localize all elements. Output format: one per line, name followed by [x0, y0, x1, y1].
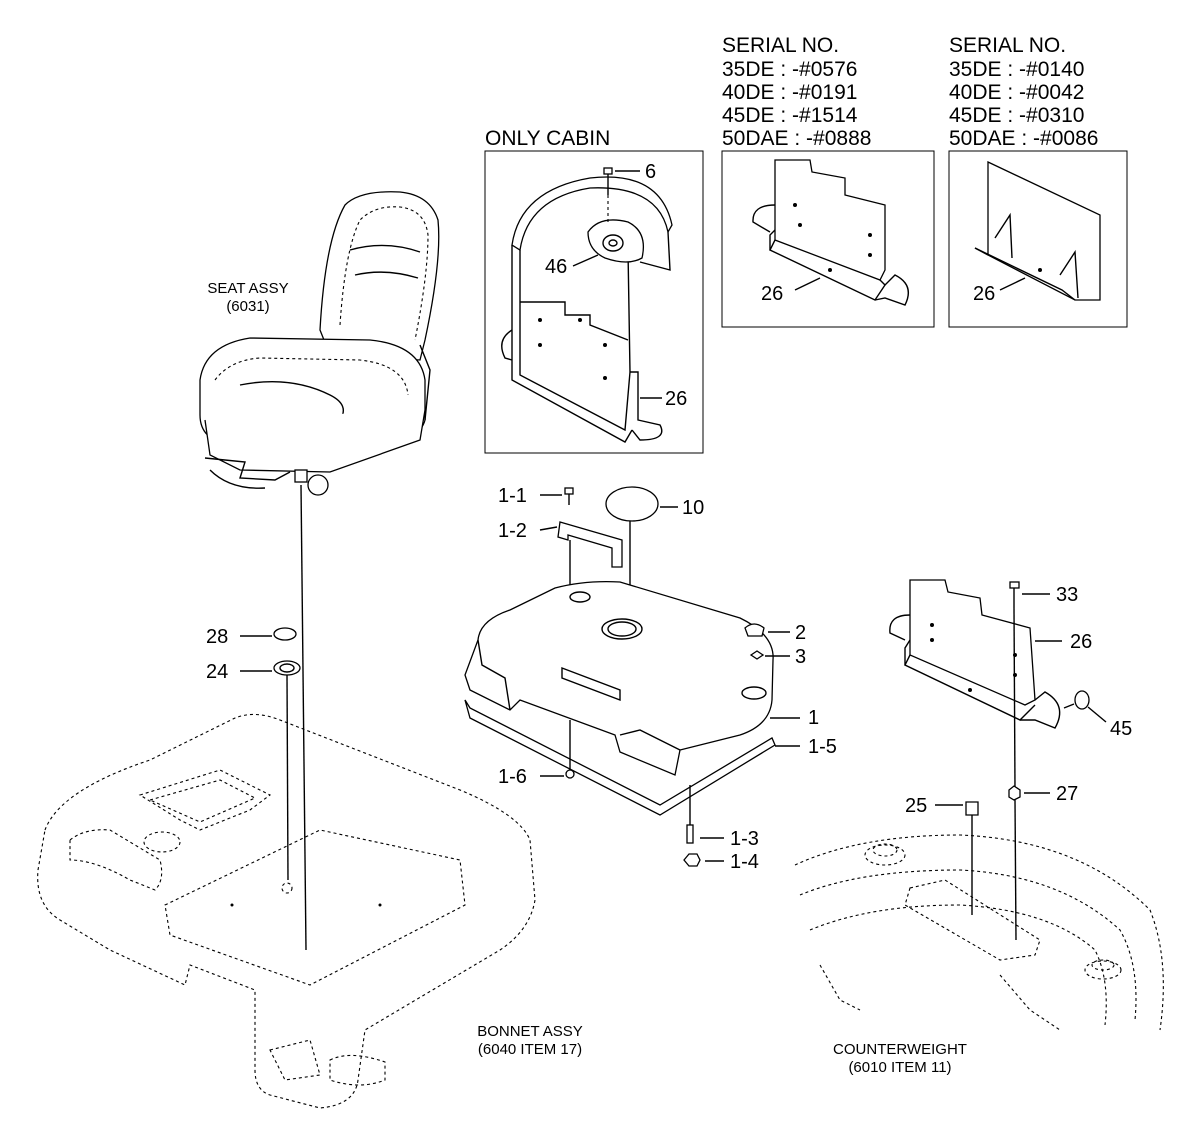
serial-right-line-2: 40DE : -#0042 — [949, 81, 1084, 104]
callout-1-1: 1-1 — [498, 485, 527, 507]
callout-1-4: 1-4 — [730, 851, 759, 873]
bracket-detail-box-left: 26 — [721, 150, 935, 328]
tank-1 — [464, 580, 774, 776]
serial-left-line-1: 35DE : -#0576 — [722, 58, 857, 81]
serial-block-right: SERIAL NO. 35DE : -#0140 40DE : -#0042 4… — [949, 34, 1098, 150]
callout-1-3: 1-3 — [730, 828, 759, 850]
handle-1-2 — [557, 521, 623, 568]
serial-left-line-3: 45DE : -#1514 — [722, 104, 858, 127]
callout-10: 10 — [682, 497, 704, 519]
callout-45: 45 — [1110, 718, 1132, 740]
callout-27: 27 — [1056, 783, 1078, 805]
nut-1-4 — [683, 853, 701, 867]
serial-left-line-2: 40DE : -#0191 — [722, 81, 857, 104]
callout-28: 28 — [206, 626, 228, 648]
bonnet-assembly: BONNET ASSY (6040 ITEM 17) — [37, 713, 583, 1109]
bonnet-assy-code: (6040 ITEM 17) — [478, 1041, 582, 1058]
callout-24: 24 — [206, 661, 228, 683]
bracket-box-right-frame — [948, 150, 1128, 328]
washer-3 — [749, 650, 765, 660]
part-28-cap — [273, 627, 297, 641]
serial-right-title: SERIAL NO. — [949, 34, 1066, 57]
seat-assembly: SEAT ASSY (6031) — [199, 191, 440, 496]
serial-left-line-4: 50DAE : -#0888 — [722, 127, 871, 150]
nut-27 — [1008, 785, 1021, 801]
serial-right-line-3: 45DE : -#0310 — [949, 104, 1084, 127]
bonnet-assy-label: BONNET ASSY — [477, 1023, 583, 1040]
seat-mount-line — [300, 484, 307, 951]
bracket-26-right-assembly: 26 33 45 27 25 — [889, 579, 1132, 941]
cabin-detail-box: ONLY CABIN 6 — [484, 127, 704, 454]
part-24-grommet — [273, 660, 301, 881]
bolt-6 — [603, 167, 613, 225]
bracket-box-left-frame — [721, 150, 935, 328]
callout-33: 33 — [1056, 584, 1078, 606]
callout-1-6: 1-6 — [498, 766, 527, 788]
seat-assy-label: SEAT ASSY — [207, 280, 288, 297]
cap-10 — [605, 486, 659, 522]
callout-1-2: 1-2 — [498, 520, 527, 542]
counterweight-assembly: COUNTERWEIGHT (6010 ITEM 11) — [794, 834, 1164, 1076]
serial-right-line-4: 50DAE : -#0086 — [949, 127, 1098, 150]
cap-2 — [744, 623, 765, 637]
callout-3: 3 — [795, 646, 806, 668]
callout-26-left: 26 — [761, 283, 783, 305]
cabin-box-frame — [484, 150, 704, 454]
serial-block-left: SERIAL NO. 35DE : -#0576 40DE : -#0191 4… — [722, 34, 871, 150]
callout-46: 46 — [545, 256, 567, 278]
counterweight-label: COUNTERWEIGHT — [833, 1041, 967, 1058]
callout-6: 6 — [645, 161, 656, 183]
callout-26-cabin: 26 — [665, 388, 687, 410]
callout-1-5: 1-5 — [808, 736, 837, 758]
callout-26-bracket: 26 — [1070, 631, 1092, 653]
serial-left-title: SERIAL NO. — [722, 34, 839, 57]
cabin-seat-bracket — [501, 176, 673, 443]
knob-45 — [1074, 690, 1090, 710]
callout-26-right: 26 — [973, 283, 995, 305]
bracket-26 — [909, 579, 1036, 706]
tank-assembly: 1-1 1-2 10 1 1-5 2 3 1 — [464, 485, 837, 873]
cap-25 — [965, 801, 979, 816]
callout-1: 1 — [808, 707, 819, 729]
counterweight-code: (6010 ITEM 11) — [848, 1059, 951, 1076]
callout-2: 2 — [795, 622, 806, 644]
serial-right-line-1: 35DE : -#0140 — [949, 58, 1084, 81]
gasket-1-5 — [464, 699, 776, 816]
cabin-switch-46 — [587, 219, 645, 263]
callout-25: 25 — [905, 795, 927, 817]
seat-assy-code: (6031) — [226, 298, 269, 315]
bolt-1-3 — [686, 824, 694, 844]
cabin-title: ONLY CABIN — [485, 127, 610, 150]
nut-1-6 — [565, 769, 575, 779]
bolt-33 — [1009, 581, 1020, 589]
bolt-1-1 — [564, 487, 574, 495]
bracket-detail-box-right: 26 — [948, 150, 1128, 328]
